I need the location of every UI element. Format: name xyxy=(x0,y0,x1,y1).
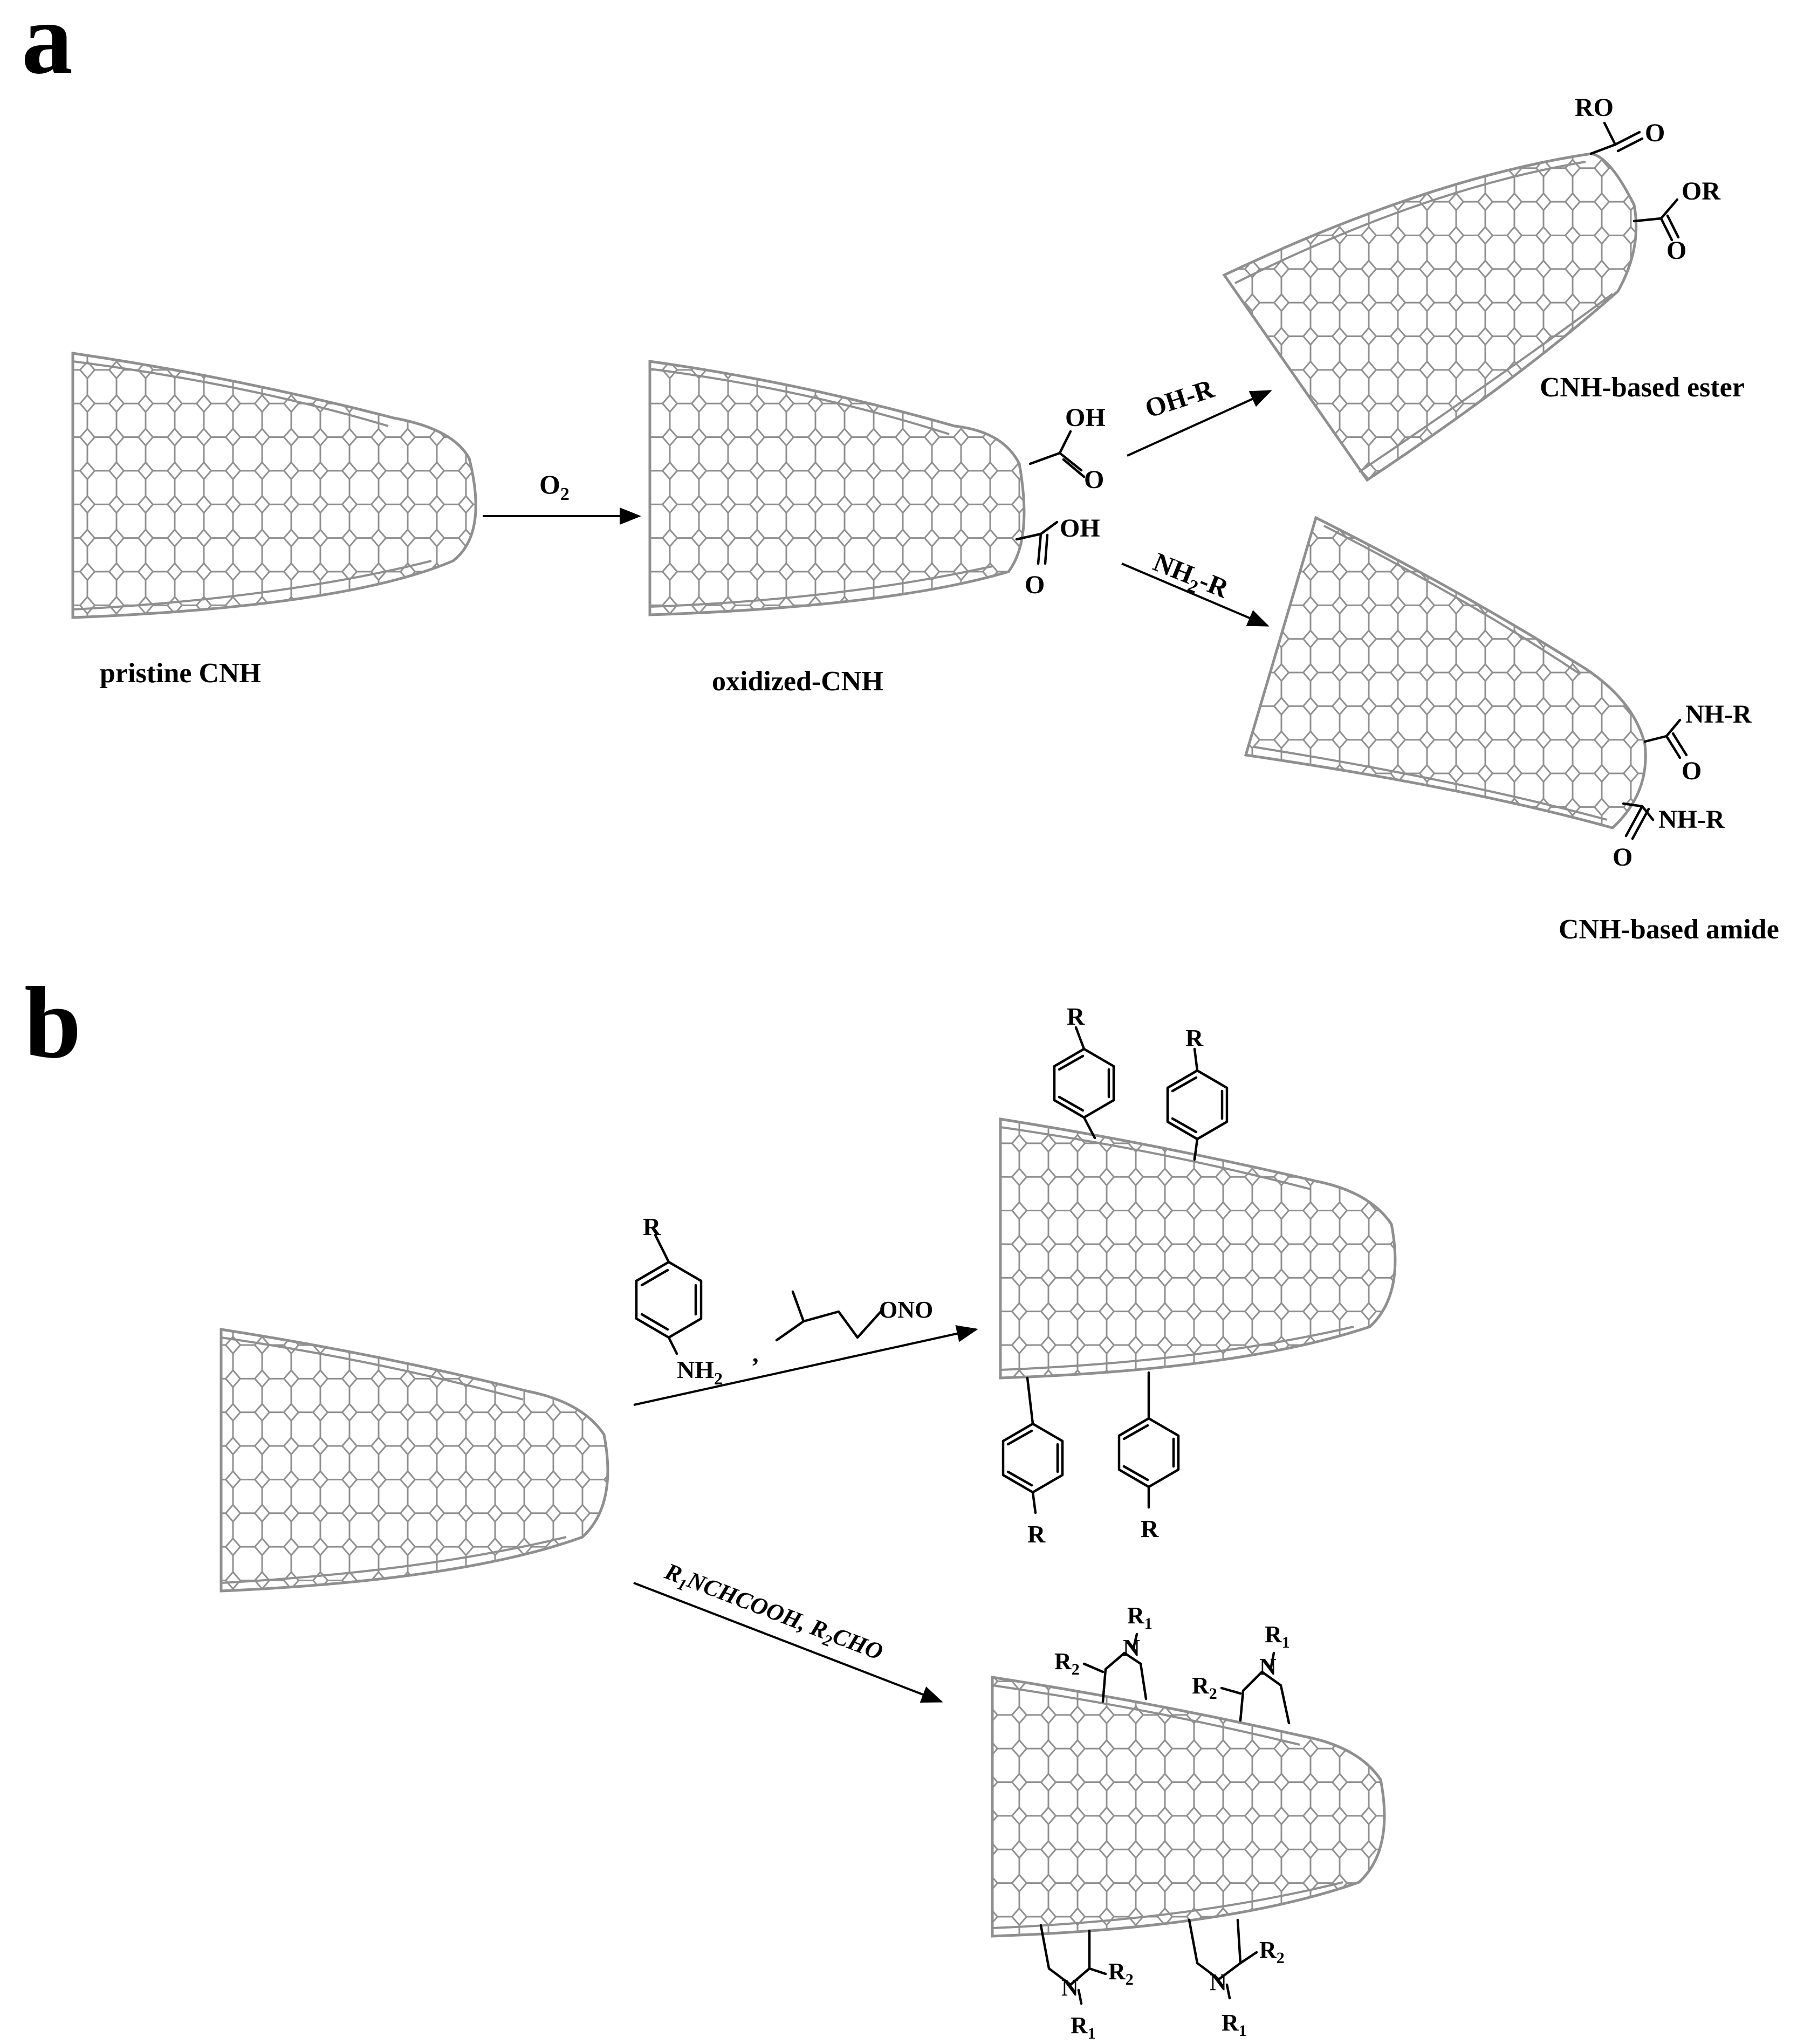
svg-text:O: O xyxy=(1084,465,1104,494)
svg-text:R: R xyxy=(1027,1520,1046,1548)
reagent-bottom: R1NCHCOOH, R2CHO xyxy=(660,1558,887,1669)
svg-text:R1: R1 xyxy=(1222,2009,1247,2040)
cnh-ester-label: CNH-based ester xyxy=(1540,372,1745,403)
svg-text:OR: OR xyxy=(1682,177,1721,205)
ester-group: RO O xyxy=(1575,93,1665,155)
svg-text:OH: OH xyxy=(1060,514,1100,543)
svg-text:R: R xyxy=(1185,1024,1204,1052)
svg-text:R: R xyxy=(1141,1515,1159,1542)
svg-text:O: O xyxy=(1025,571,1045,599)
reaction-arrow-icon xyxy=(633,1582,943,1703)
isoamyl-nitrite-structure: ONO xyxy=(775,1290,933,1342)
carbon-nanohorn-icon xyxy=(1244,516,1647,829)
carboxyl-group: OH O xyxy=(1015,514,1100,599)
reagent-nh2-r: NH2-R xyxy=(1148,546,1233,608)
carbon-nanohorn-icon xyxy=(219,1328,609,1593)
reaction-arrow-icon xyxy=(633,1325,978,1406)
svg-text:R1: R1 xyxy=(1265,1621,1290,1651)
svg-text:R2: R2 xyxy=(1192,1672,1217,1703)
svg-text:O: O xyxy=(1613,843,1632,872)
svg-text:R2: R2 xyxy=(1054,1648,1080,1678)
svg-text:R: R xyxy=(643,1213,661,1240)
aniline-nh2: NH2 xyxy=(677,1356,723,1388)
svg-text:N: N xyxy=(1061,1974,1079,2001)
carbon-nanohorn-icon xyxy=(999,1117,1397,1380)
oxidized-cnh-label: oxidized-CNH xyxy=(712,666,883,697)
reaction-arrow-icon xyxy=(1121,563,1270,627)
svg-text:R2: R2 xyxy=(1108,1958,1134,1988)
carbon-nanohorn-icon xyxy=(648,360,1026,616)
svg-text:O: O xyxy=(1645,119,1665,147)
svg-text:OH: OH xyxy=(1065,403,1106,432)
svg-text:R1: R1 xyxy=(1071,2012,1096,2042)
benzene-ring-icon: R xyxy=(1117,1371,1180,1542)
pyrrolidine-ring-icon: N R1 R2 xyxy=(1039,1924,1134,2042)
svg-text:ONO: ONO xyxy=(879,1297,933,1323)
amide-group: NH-R O xyxy=(1613,802,1725,872)
svg-text:NH-R: NH-R xyxy=(1658,805,1725,834)
benzene-ring-icon: R NH2 xyxy=(635,1213,723,1388)
carbon-nanohorn-icon xyxy=(1222,152,1638,482)
pristine-cnh-label: pristine CNH xyxy=(100,658,261,689)
svg-text:N: N xyxy=(1123,1635,1140,1661)
reagent-o2: O2 xyxy=(539,469,570,504)
amide-group: NH-R O xyxy=(1643,700,1752,785)
svg-text:N: N xyxy=(1210,1969,1227,1995)
reaction-arrow-icon xyxy=(1127,390,1272,457)
reagent-comma: , xyxy=(752,1340,759,1367)
cnh-amide-label: CNH-based amide xyxy=(1559,914,1779,945)
svg-text:N: N xyxy=(1259,1654,1277,1680)
carboxyl-group: OH O xyxy=(1028,403,1106,494)
svg-text:O: O xyxy=(1682,757,1702,785)
svg-text:RO: RO xyxy=(1575,93,1614,122)
pyrrolidine-ring-icon: N R1 R2 xyxy=(1192,1621,1291,1725)
pyrrolidine-ring-icon: N R1 R2 xyxy=(1054,1602,1153,1703)
svg-text:O: O xyxy=(1666,236,1686,265)
carbon-nanohorn-icon xyxy=(991,1676,1386,1938)
ester-group: OR O xyxy=(1632,177,1721,265)
panel-letter-a: a xyxy=(22,0,73,95)
panel-letter-b: b xyxy=(24,966,81,1080)
reagent-oh-r: OH-R xyxy=(1141,373,1218,424)
pyrrolidine-ring-icon: N R1 R2 xyxy=(1188,1918,1285,2040)
carbon-nanohorn-icon xyxy=(71,352,477,619)
svg-text:NH-R: NH-R xyxy=(1685,700,1752,729)
svg-text:R: R xyxy=(1067,1003,1085,1030)
benzene-ring-icon: R xyxy=(1166,1024,1229,1161)
svg-text:R2: R2 xyxy=(1259,1937,1285,1967)
benzene-ring-icon: R xyxy=(1001,1376,1064,1548)
svg-text:R1: R1 xyxy=(1127,1602,1153,1633)
benzene-ring-icon: R xyxy=(1053,1003,1115,1140)
